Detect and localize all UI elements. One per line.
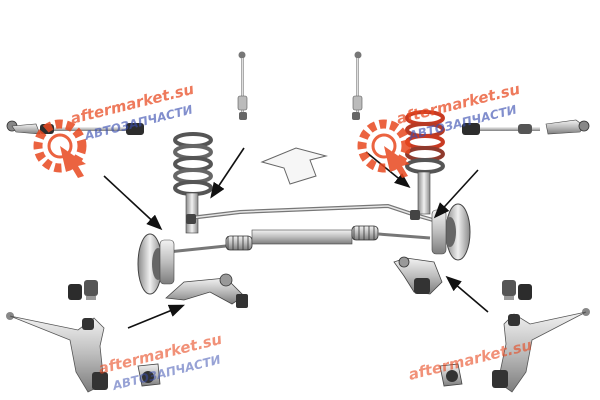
brake-disc-right — [431, 203, 471, 261]
gear-logo-icon — [33, 119, 87, 178]
watermark-bottom-left: aftermarket.su АВТОЗАПЧАСТИ — [97, 330, 225, 393]
callout-arrow-3 — [127, 304, 185, 329]
steering-rack — [167, 225, 431, 254]
bushing-pair-right — [502, 280, 532, 300]
stabilizer-link-right — [352, 51, 363, 120]
callout-arrow-2 — [210, 147, 245, 199]
brake-disc-left — [137, 233, 175, 295]
mount-bushing-right — [439, 363, 463, 387]
control-arm-right — [492, 308, 590, 393]
callout-arrow-1 — [103, 175, 163, 231]
direction-arrow-icon — [260, 147, 328, 185]
lower-arm-assembled-right — [393, 256, 443, 295]
callout-arrow-4 — [365, 151, 411, 189]
coil-spring-right — [405, 110, 445, 215]
stabilizer-link-left — [237, 51, 248, 120]
callout-arrow-6 — [445, 275, 489, 313]
tie-rod-right — [462, 119, 590, 135]
stabilizer-bar — [186, 203, 442, 224]
bushing-pair-left — [68, 280, 98, 300]
gear-logo-icon — [357, 119, 411, 178]
callout-arrows — [103, 147, 489, 329]
mount-bushing-left — [137, 363, 161, 387]
callout-arrow-5 — [433, 169, 479, 219]
coil-spring-left — [173, 132, 213, 234]
control-arm-left — [6, 312, 108, 393]
tie-rod-left — [6, 120, 144, 135]
lower-arm-assembled-left — [165, 273, 248, 308]
